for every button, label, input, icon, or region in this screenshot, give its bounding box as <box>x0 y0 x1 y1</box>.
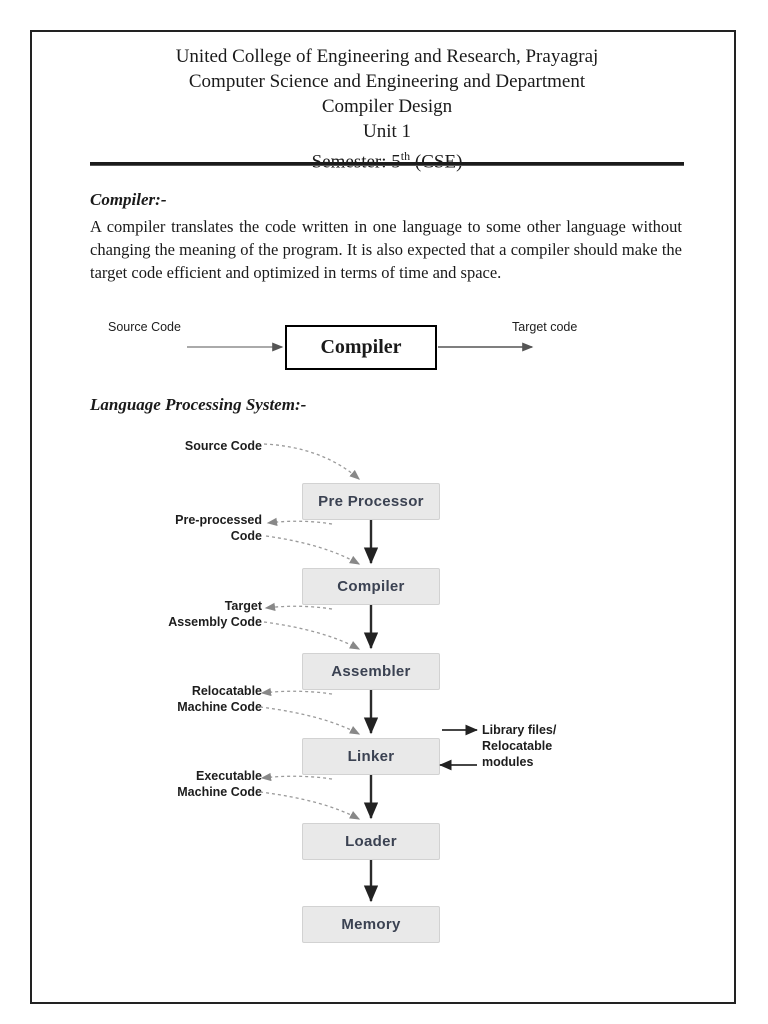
header-semester: Semester: 5th (CSE) <box>90 144 684 174</box>
flow-node-compiler: Compiler <box>302 568 440 605</box>
header-divider <box>90 162 684 166</box>
header-subject: Compiler Design <box>321 96 453 117</box>
semester-suffix: (CSE) <box>410 151 463 173</box>
flow-node-pre-processor: Pre Processor <box>302 483 440 520</box>
header-unit: Unit 1 <box>362 121 412 142</box>
document-header: United College of Engineering and Resear… <box>90 44 684 174</box>
flow-label-target-assembly-code: Target Assembly Code <box>168 599 262 629</box>
flow-label-library-files: Library files/ Relocatable modules <box>482 723 557 769</box>
paragraph-compiler: A compiler translates the code written i… <box>90 217 682 282</box>
diagram1-source-label: Source Code <box>108 320 181 334</box>
flow-label-source-code: Source Code <box>184 439 262 453</box>
heading-language-processing-system: Language Processing System:- <box>90 395 307 414</box>
semester-prefix: Semester: 5 <box>311 151 401 173</box>
flowchart-arrows <box>259 443 478 903</box>
flow-label-executable-machine-code: Executable Machine Code <box>177 769 262 799</box>
header-department: Computer Science and Engineering and Dep… <box>188 71 586 92</box>
diagram1-compiler-box: Compiler <box>285 325 437 370</box>
document-page: United College of Engineering and Resear… <box>30 30 736 1004</box>
semester-superscript: th <box>400 149 411 163</box>
diagram1-target-label: Target code <box>512 320 578 334</box>
flow-label-pre-processed-code: Pre-processed Code <box>175 513 262 543</box>
flow-node-linker: Linker <box>302 738 440 775</box>
flow-node-memory: Memory <box>302 906 440 943</box>
flow-node-loader: Loader <box>302 823 440 860</box>
heading-compiler: Compiler:- <box>90 190 167 209</box>
flow-node-assembler: Assembler <box>302 653 440 690</box>
flow-label-relocatable-machine-code: Relocatable Machine Code <box>177 684 262 714</box>
header-institution: United College of Engineering and Resear… <box>175 46 599 67</box>
